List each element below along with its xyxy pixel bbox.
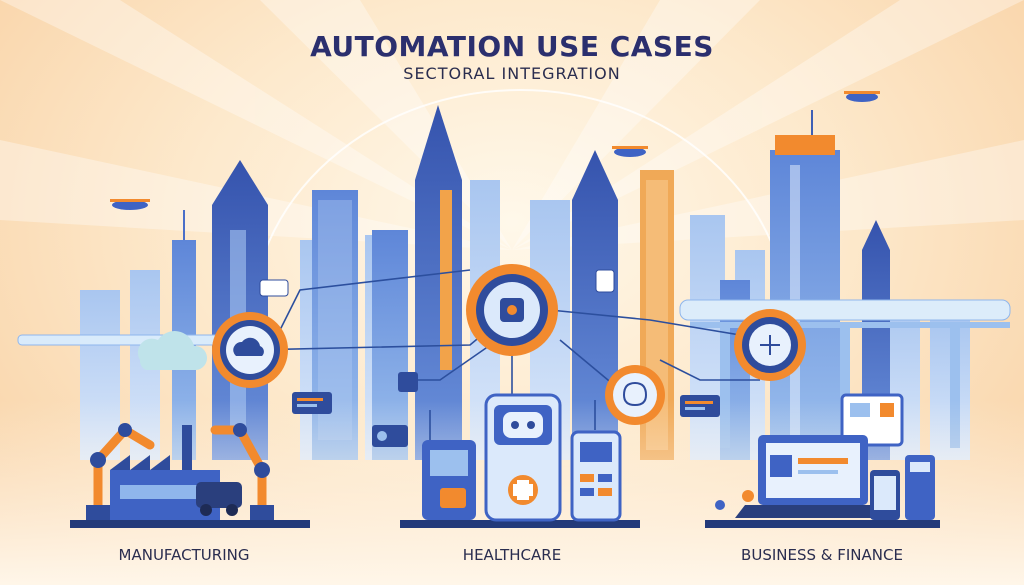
- page-subtitle: SECTORAL INTEGRATION: [403, 64, 621, 83]
- sector-label-healthcare: HEALTHCARE: [462, 546, 562, 564]
- circuit-lines: [249, 269, 771, 440]
- manufacturing-scene: [70, 425, 310, 528]
- page-title: AUTOMATION USE CASES: [310, 30, 714, 63]
- glow-arc: [249, 89, 791, 331]
- robot-face-icon: [503, 412, 543, 438]
- brain-gear-icon: [605, 365, 665, 425]
- cloud-gear-icon: [212, 312, 288, 388]
- business-scene: [705, 393, 940, 528]
- ui-cards: [259, 269, 720, 447]
- robot-arm-icon: [93, 424, 267, 515]
- sector-label-business-finance: BUSINESS & FINANCE: [741, 546, 903, 564]
- cloud-icon: [137, 331, 208, 370]
- sector-label-manufacturing: MANUFACTURING: [118, 546, 250, 564]
- robot-arm-joints: [86, 423, 274, 520]
- medical-cross-icon: [440, 488, 466, 508]
- drone-icon: [110, 91, 880, 210]
- business-devices: [715, 455, 935, 520]
- ai-chip-gear-icon: [466, 264, 558, 356]
- laptop-icon: [735, 435, 892, 518]
- circuit-gear-icon: [734, 309, 806, 381]
